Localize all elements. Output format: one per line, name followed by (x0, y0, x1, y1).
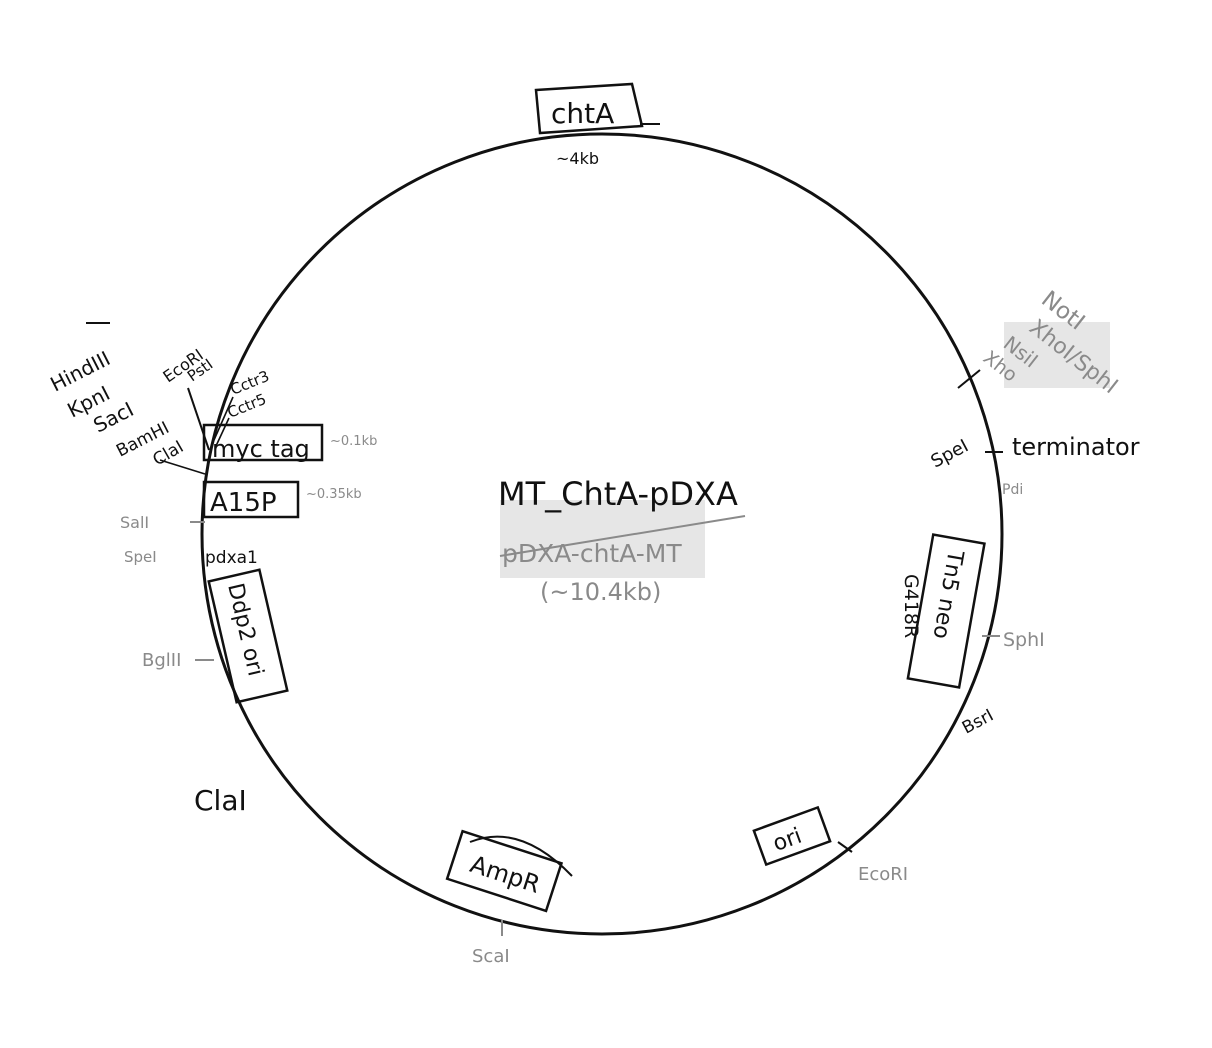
chta-label: chtA (551, 97, 614, 130)
xho-tick (957, 369, 981, 389)
chta-size: ~4kb (556, 149, 599, 168)
plasmid-backbone (200, 132, 1004, 936)
pdxa1-label: pdxa1 (205, 548, 258, 568)
site-ecori-right: EcoRI (858, 864, 908, 885)
site-spei-right-label: SpeI (927, 435, 972, 472)
site-scai: ScaI (472, 946, 510, 967)
ddp2-ori-label: Ddp2 ori (222, 581, 268, 679)
site-sphi: SphI (1003, 629, 1045, 651)
myc-tag-box (202, 423, 324, 462)
site-bsri-label: BsrI (959, 705, 997, 738)
ori-box (752, 805, 832, 867)
plasmid-size: (~10.4kb) (540, 578, 661, 606)
ddp2-ori-box (207, 568, 289, 704)
crossed-out-name: pDXA-chtA-MT (502, 539, 682, 568)
strike-line (499, 515, 746, 557)
site-spei-left: SpeI (124, 548, 157, 566)
site-spei-right: SpeI (927, 435, 972, 472)
site-cctr5: Cctr5 (225, 390, 269, 422)
site-bglii: BglII (142, 650, 181, 671)
site-sali-left: SalI (120, 513, 149, 532)
a15p-box (202, 480, 300, 519)
g418r: G418R (900, 574, 922, 638)
site-cctr5-label: Cctr5 (225, 390, 269, 422)
terminator-label: terminator (1012, 433, 1140, 461)
a15p-size: ~0.35kb (306, 487, 362, 502)
clai-pointer (159, 459, 206, 475)
ampr-box (445, 829, 564, 913)
ori-group: ori (752, 805, 832, 867)
plasmid-name: MT_ChtA-pDXA (498, 475, 738, 513)
ampr-group: AmpR (445, 829, 564, 913)
tn5-neo-box (906, 533, 986, 689)
cctr3-pointer (213, 396, 234, 441)
myc-tag-label: myc tag (212, 435, 310, 463)
ecori-right-tick (837, 841, 853, 853)
ampr-arrow (469, 835, 573, 877)
a15p-label: A15P (210, 488, 277, 518)
site-pdi: Pdi (1002, 482, 1023, 498)
site-bsri: BsrI (959, 705, 997, 738)
chta-box (534, 82, 644, 135)
ddp2-ori-group: Ddp2 ori (207, 568, 289, 704)
smudge-right (1004, 322, 1110, 388)
g418r-label: G418R (900, 574, 922, 638)
tn5-neo-label: Tn5 neo (927, 548, 967, 641)
myc-tag-size: ~0.1kb (330, 434, 377, 449)
site-clai-lower: ClaI (194, 784, 247, 817)
ampr-label: AmpR (467, 850, 544, 899)
cluster-pointer (187, 387, 210, 451)
cctr5-pointer (215, 417, 230, 447)
